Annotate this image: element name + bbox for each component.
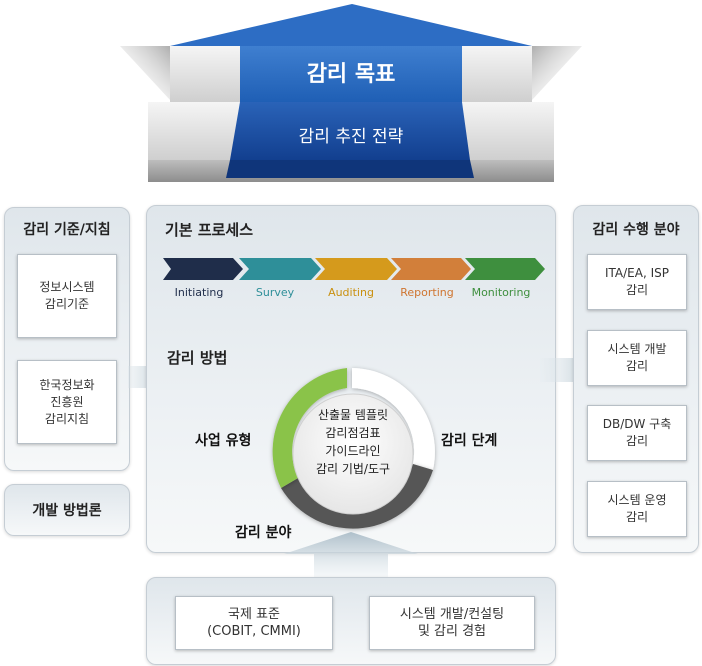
ring-center-line-tools: 감리 기법/도구: [315, 462, 391, 476]
method-ring: [272, 368, 435, 529]
step-label-survey: Survey: [255, 286, 295, 299]
experience-card-text: 시스템 개발/컨설팅 및 감리 경험: [399, 607, 505, 639]
right-panel: 감리 수행 분야 ITA/EA, ISP 감리 시스템 개발 감리 DB/DW …: [573, 205, 699, 553]
left-panel-title: 감리 기준/지침: [23, 222, 111, 238]
right-panel-title: 감리 수행 분야: [592, 222, 680, 238]
methodology-panel: 개발 방법론: [4, 484, 130, 536]
ring-label-audit-stage: 감리 단계: [441, 433, 498, 449]
strategy-title: 감리 추진 전략: [298, 127, 404, 147]
standard-card-text: 정보시스템 감리기준: [39, 280, 95, 311]
field-card-db-dw-text: DB/DW 구축 감리: [602, 417, 672, 448]
ring-segment-field: [281, 464, 433, 529]
step-label-initiating: Initiating: [174, 286, 224, 299]
center-panel: 기본 프로세스 Initiating Survey Auditing Repor…: [146, 205, 556, 553]
process-title: 기본 프로세스: [165, 221, 254, 239]
intl-standard-card-text: 국제 표준 (COBIT, CMMI): [207, 607, 301, 639]
field-card-system-ops-text: 시스템 운영 감리: [607, 493, 667, 524]
step-label-monitoring: Monitoring: [471, 286, 531, 299]
up-arrow-icon: [284, 532, 418, 580]
process-steps: [163, 258, 545, 280]
method-title: 감리 방법: [167, 349, 228, 367]
step-arrow-monitoring: [465, 258, 545, 280]
guideline-card-text: 한국정보화 진흥원 감리지침: [39, 377, 95, 426]
roof-graphic: [120, 4, 582, 182]
field-card-system-dev: 시스템 개발 감리: [587, 330, 687, 386]
roof: 감리 목표 감리 추진 전략: [0, 0, 702, 200]
bottom-panel: 국제 표준 (COBIT, CMMI) 시스템 개발/컨설팅 및 감리 경험: [146, 577, 556, 665]
field-card-system-dev-text: 시스템 개발 감리: [607, 342, 667, 373]
field-card-ita-ea-isp: ITA/EA, ISP 감리: [587, 254, 687, 310]
field-card-ita-ea-isp-text: ITA/EA, ISP 감리: [604, 266, 669, 297]
ring-label-audit-field: 감리 분야: [235, 525, 292, 541]
ring-center-line-guideline: 가이드라인: [325, 444, 381, 458]
left-panel: 감리 기준/지침 정보시스템 감리기준 한국정보화 진흥원 감리지침: [4, 207, 130, 471]
ring-center-disc: [292, 393, 414, 515]
standard-card: 정보시스템 감리기준: [17, 254, 117, 338]
field-card-system-ops: 시스템 운영 감리: [587, 481, 687, 537]
field-card-db-dw: DB/DW 구축 감리: [587, 405, 687, 461]
ring-label-business-type: 사업 유형: [195, 433, 252, 449]
step-arrow-auditing: [315, 258, 397, 280]
intl-standard-card: 국제 표준 (COBIT, CMMI): [175, 596, 333, 650]
guideline-card: 한국정보화 진흥원 감리지침: [17, 360, 117, 444]
step-arrow-survey: [239, 258, 321, 280]
step-arrow-reporting: [391, 258, 471, 280]
ring-center-text: 산출물 템플릿 감리점검표 가이드라인 감리 기법/도구: [293, 406, 413, 478]
ring-segment-type: [272, 368, 347, 488]
goal-title: 감리 목표: [306, 62, 396, 87]
ring-center-line-templates: 산출물 템플릿: [317, 408, 389, 422]
ring-center-line-checklist: 감리점검표: [325, 426, 381, 440]
step-label-reporting: Reporting: [400, 286, 454, 299]
methodology-label: 개발 방법론: [32, 503, 102, 519]
experience-card: 시스템 개발/컨설팅 및 감리 경험: [369, 596, 535, 650]
step-label-auditing: Auditing: [328, 286, 374, 299]
step-arrow-initiating: [163, 258, 243, 280]
ring-segment-stage: [352, 368, 435, 470]
